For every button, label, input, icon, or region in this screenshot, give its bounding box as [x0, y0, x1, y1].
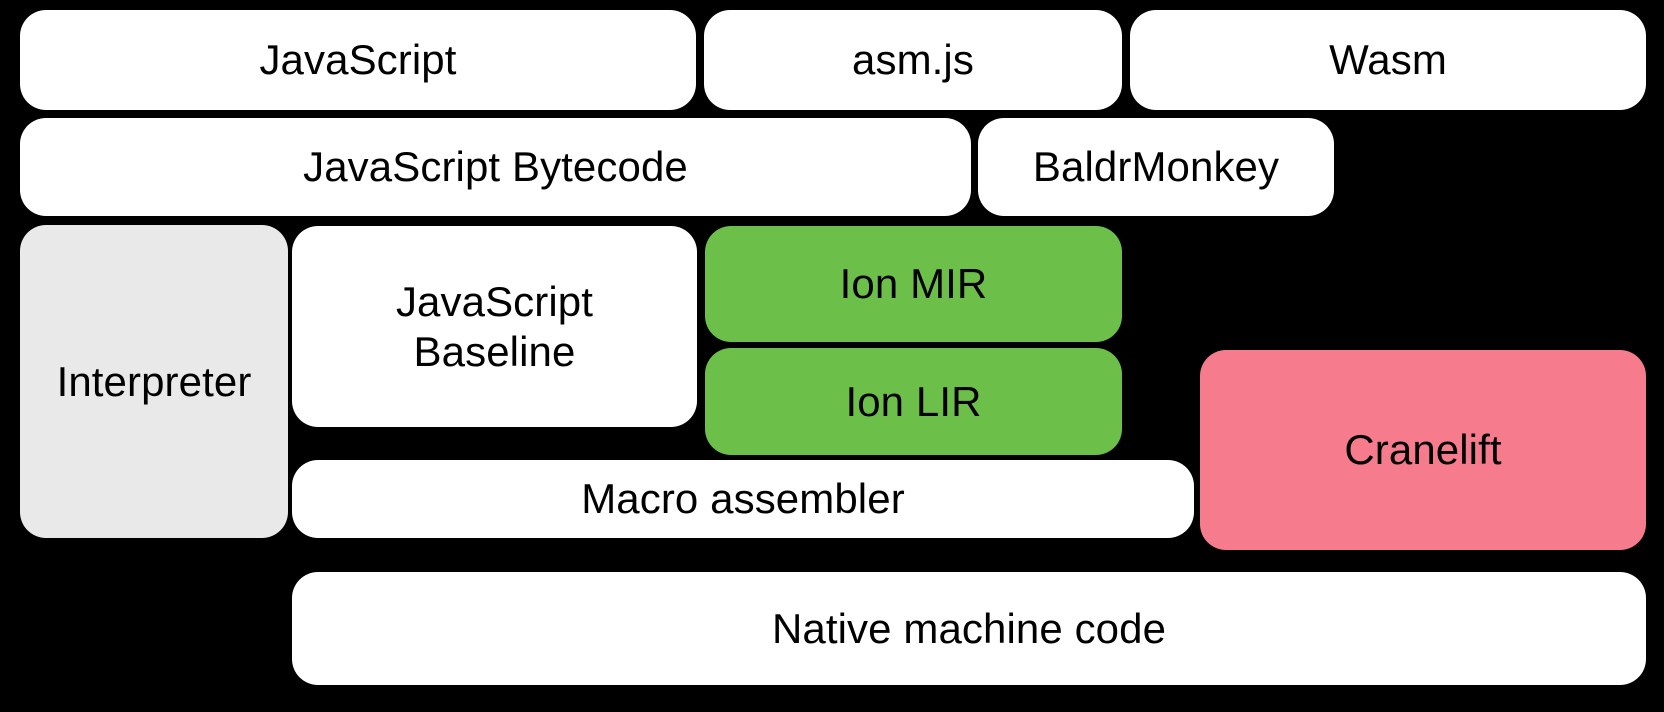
node-baldrmonkey[interactable]: BaldrMonkey	[978, 118, 1334, 216]
node-wasm[interactable]: Wasm	[1130, 10, 1646, 110]
node-native-machine-code[interactable]: Native machine code	[292, 572, 1646, 685]
node-interpreter[interactable]: Interpreter	[20, 225, 288, 538]
node-ion-lir[interactable]: Ion LIR	[705, 348, 1122, 455]
node-ion-mir[interactable]: Ion MIR	[705, 226, 1122, 342]
node-javascript-bytecode[interactable]: JavaScript Bytecode	[20, 118, 971, 216]
node-javascript-baseline[interactable]: JavaScript Baseline	[292, 226, 697, 427]
node-cranelift[interactable]: Cranelift	[1200, 350, 1646, 550]
node-macro-assembler[interactable]: Macro assembler	[292, 460, 1194, 538]
node-javascript[interactable]: JavaScript	[20, 10, 696, 110]
node-asmjs[interactable]: asm.js	[704, 10, 1122, 110]
